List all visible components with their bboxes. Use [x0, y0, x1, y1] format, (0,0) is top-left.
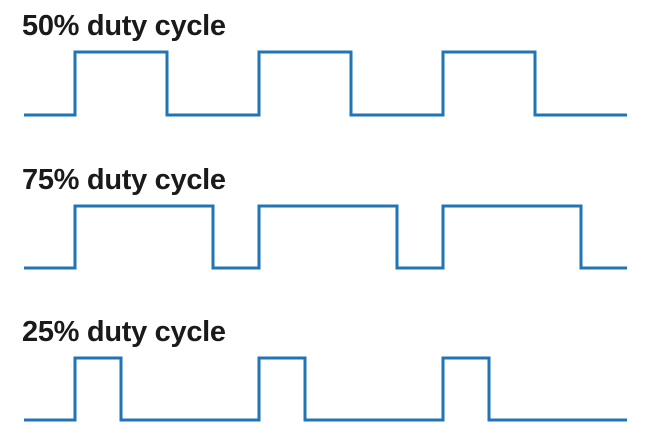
panel-title-50: 50% duty cycle: [22, 10, 226, 42]
panel-title-75: 75% duty cycle: [22, 164, 226, 196]
square-wave-75: [24, 204, 627, 270]
square-wave-50: [24, 50, 627, 117]
square-wave-25: [24, 356, 627, 422]
panel-title-25: 25% duty cycle: [22, 316, 226, 348]
